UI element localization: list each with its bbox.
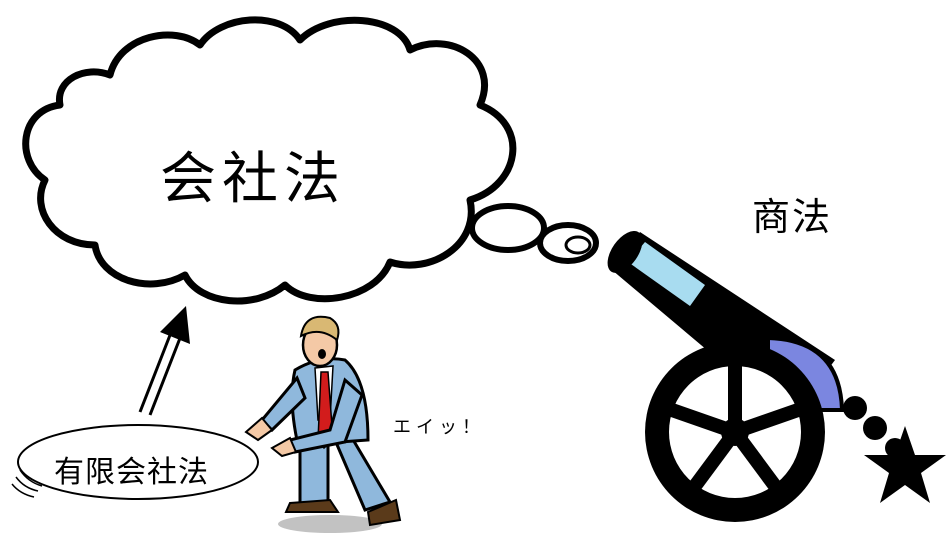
thought-cloud — [22, 16, 517, 305]
star-icon — [864, 426, 946, 503]
cloud-text: 会社法 — [160, 147, 346, 212]
ellipse-label: 有限会社法 — [54, 455, 209, 490]
cannon-label: 商法 — [752, 195, 833, 239]
speech-text: エイッ！ — [393, 417, 485, 438]
cannon — [607, 230, 905, 522]
businessman — [244, 315, 402, 533]
thought-bubbles — [469, 203, 599, 264]
up-arrow-icon — [138, 306, 190, 416]
label-ellipse — [11, 424, 259, 500]
